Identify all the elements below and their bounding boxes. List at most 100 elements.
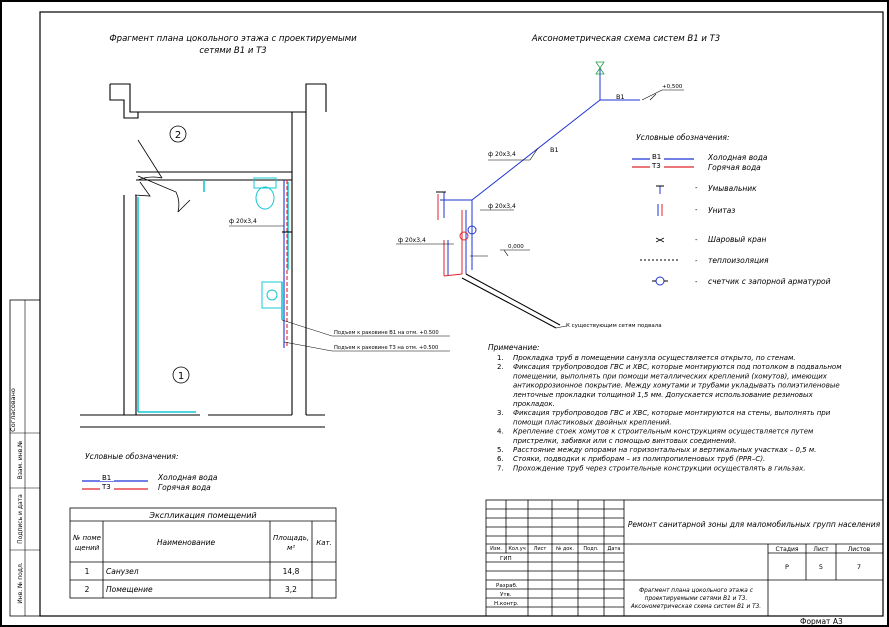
axo-existing: К существующим сетям подвала bbox=[566, 323, 662, 329]
row1-name: Санузел bbox=[106, 567, 139, 576]
note-number: 1. bbox=[497, 354, 504, 362]
legend-t3-code: Т3 bbox=[651, 162, 661, 170]
legend-b1-text: Холодная вода bbox=[707, 153, 768, 162]
plan-title-1: Фрагмент плана цокольного этажа с проект… bbox=[109, 34, 357, 44]
side-inv-orig: Инв. № подл. bbox=[17, 562, 24, 603]
legend-symbols bbox=[640, 185, 680, 286]
stamp-sheet-header: Лист bbox=[813, 546, 829, 553]
row1-area: 14,8 bbox=[283, 567, 300, 576]
row2-num: 2 bbox=[85, 585, 90, 594]
stamp-col-list: Лист bbox=[534, 546, 547, 552]
axo-mark-top: +0,500 bbox=[662, 84, 683, 90]
row2-area: 3,2 bbox=[285, 585, 297, 594]
side-agreed: Согласовано bbox=[9, 388, 17, 432]
stamp-col-doc: № док. bbox=[556, 546, 574, 552]
note-line: помещении, выполнять при помощи металлич… bbox=[513, 372, 828, 380]
stamp-stage-header: Стадия bbox=[775, 546, 798, 553]
note-line: Фиксация трубопроводов ГВС и ХВС, которы… bbox=[513, 409, 831, 417]
plan-legend-b1-code: В1 bbox=[102, 474, 111, 482]
axo-pipes bbox=[436, 61, 640, 329]
note-number: 3. bbox=[497, 409, 504, 417]
stamp-desc-1: Фрагмент плана цокольного этажа с bbox=[639, 588, 754, 594]
axo-pipe3: ф 20х3,4 bbox=[398, 237, 426, 244]
stamp-col-date: Дата bbox=[608, 546, 621, 552]
stamp-role-norm: Н.контр. bbox=[494, 601, 519, 607]
axo-b1-top: В1 bbox=[616, 93, 625, 101]
note-line: Прокладка труб в помещении санузла осуще… bbox=[513, 354, 796, 362]
plan-pipe-label: ф 20х3,4 bbox=[229, 218, 257, 225]
note-line: Фиксация трубопроводов ГВС и ХВС, которы… bbox=[513, 363, 842, 371]
stamp-col-izm: Изм. bbox=[490, 546, 502, 552]
col-num-2: щений bbox=[75, 544, 100, 552]
stamp-role-dev: Разраб. bbox=[496, 583, 518, 589]
note-line: пристрелки, забивки или с помощью винтов… bbox=[513, 437, 736, 445]
riser-b1-label: Подъем к раковине В1 на отм. +0.500 bbox=[334, 330, 439, 336]
stamp-sheets: 7 bbox=[857, 563, 861, 571]
note-number: 4. bbox=[497, 428, 504, 436]
stamp-col-sign: Подп. bbox=[583, 546, 599, 552]
legend-meter: счетчик с запорной арматурой bbox=[708, 277, 831, 286]
axo-b1-mid: В1 bbox=[550, 146, 559, 154]
note-line: Расстояние между опорами на горизонтальн… bbox=[513, 446, 816, 454]
explication-table bbox=[69, 507, 337, 599]
note-number: 5. bbox=[497, 446, 504, 454]
notes-list: 1. Прокладка труб в помещении санузла осу… bbox=[497, 354, 842, 472]
axo-mark-zero: 0,000 bbox=[508, 244, 524, 250]
stamp-sheet: 5 bbox=[819, 563, 823, 571]
plan-legend-t3-code: Т3 bbox=[101, 483, 111, 491]
note-line: антикоррозионное покрытие. Между хомутам… bbox=[513, 382, 840, 390]
col-area-1: Площадь, bbox=[273, 534, 309, 542]
axo-pipe1: ф 20х3,4 bbox=[488, 151, 516, 158]
row1-num: 1 bbox=[85, 567, 90, 576]
stamp-role-appr: Утв. bbox=[500, 592, 512, 598]
note-line: прокладок. bbox=[513, 400, 555, 408]
row2-name: Помещение bbox=[106, 585, 153, 594]
plan-legend-title: Условные обозначения: bbox=[85, 452, 178, 461]
room-2-number: 2 bbox=[175, 130, 181, 141]
plan-title-2: сетями В1 и Т3 bbox=[199, 46, 266, 56]
plan-legend-b1-text: Холодная вода bbox=[157, 473, 218, 482]
note-number: 7. bbox=[497, 464, 504, 472]
col-cat: Кат. bbox=[316, 539, 332, 547]
plan-walls bbox=[80, 83, 327, 428]
explication-title: Экспликация помещений bbox=[148, 511, 256, 520]
note-line: помощи пластиковых двойных креплений. bbox=[513, 418, 672, 426]
legend-dash-2: - bbox=[695, 206, 698, 214]
legend-dash-1: - bbox=[695, 184, 698, 192]
col-num-1: № поме bbox=[72, 534, 101, 542]
side-stamp: Согласовано Взам. инв.№ Подпись и дата И… bbox=[9, 299, 41, 617]
room-1-number: 1 bbox=[178, 371, 184, 382]
note-number: 2. bbox=[497, 363, 504, 371]
axo-title: Аксонометрическая схема систем В1 и Т3 bbox=[531, 34, 720, 44]
legend-b1-code: В1 bbox=[652, 153, 661, 161]
legend-t3-text: Горячая вода bbox=[708, 163, 761, 172]
stamp-project: Ремонт санитарной зоны для маломобильных… bbox=[628, 520, 881, 529]
room-1-marker bbox=[172, 366, 190, 384]
title-block bbox=[485, 499, 884, 617]
legend-toilet: Унитаз bbox=[708, 206, 735, 215]
col-area-2: м² bbox=[287, 544, 295, 552]
stamp-sheets-header: Листов bbox=[848, 546, 871, 553]
stamp-col-kol: Кол.уч bbox=[508, 546, 525, 552]
plan-fixtures bbox=[137, 177, 289, 413]
notes-title: Примечание: bbox=[488, 343, 540, 352]
axo-marks bbox=[396, 89, 684, 257]
note-line: Крепление стоек хомутов к строительным к… bbox=[513, 428, 814, 436]
legend-dash-4: - bbox=[695, 257, 698, 265]
stamp-desc-2: проектируемыми сетями В1 и Т3. bbox=[645, 596, 748, 602]
room-2-marker bbox=[169, 125, 187, 143]
legend-dash-3: - bbox=[695, 236, 698, 244]
door-room-2 bbox=[134, 139, 191, 213]
legend-dash-5: - bbox=[695, 278, 698, 286]
sheet-format: Формат А3 bbox=[800, 617, 843, 626]
note-line: ленточные прокладки толщиной 1,5 мм. Доп… bbox=[512, 391, 814, 399]
side-inv-replace: Взам. инв.№ bbox=[17, 441, 24, 480]
stamp-stage: Р bbox=[785, 563, 789, 571]
side-sign-date: Подпись и дата bbox=[17, 494, 24, 544]
note-number: 6. bbox=[497, 455, 504, 463]
stamp-role-gip: ГИП bbox=[500, 556, 512, 562]
plan-legend-t3-text: Горячая вода bbox=[158, 483, 211, 492]
legend-valve: Шаровый кран bbox=[708, 235, 766, 244]
legend-sink: Умывальник bbox=[708, 184, 757, 193]
